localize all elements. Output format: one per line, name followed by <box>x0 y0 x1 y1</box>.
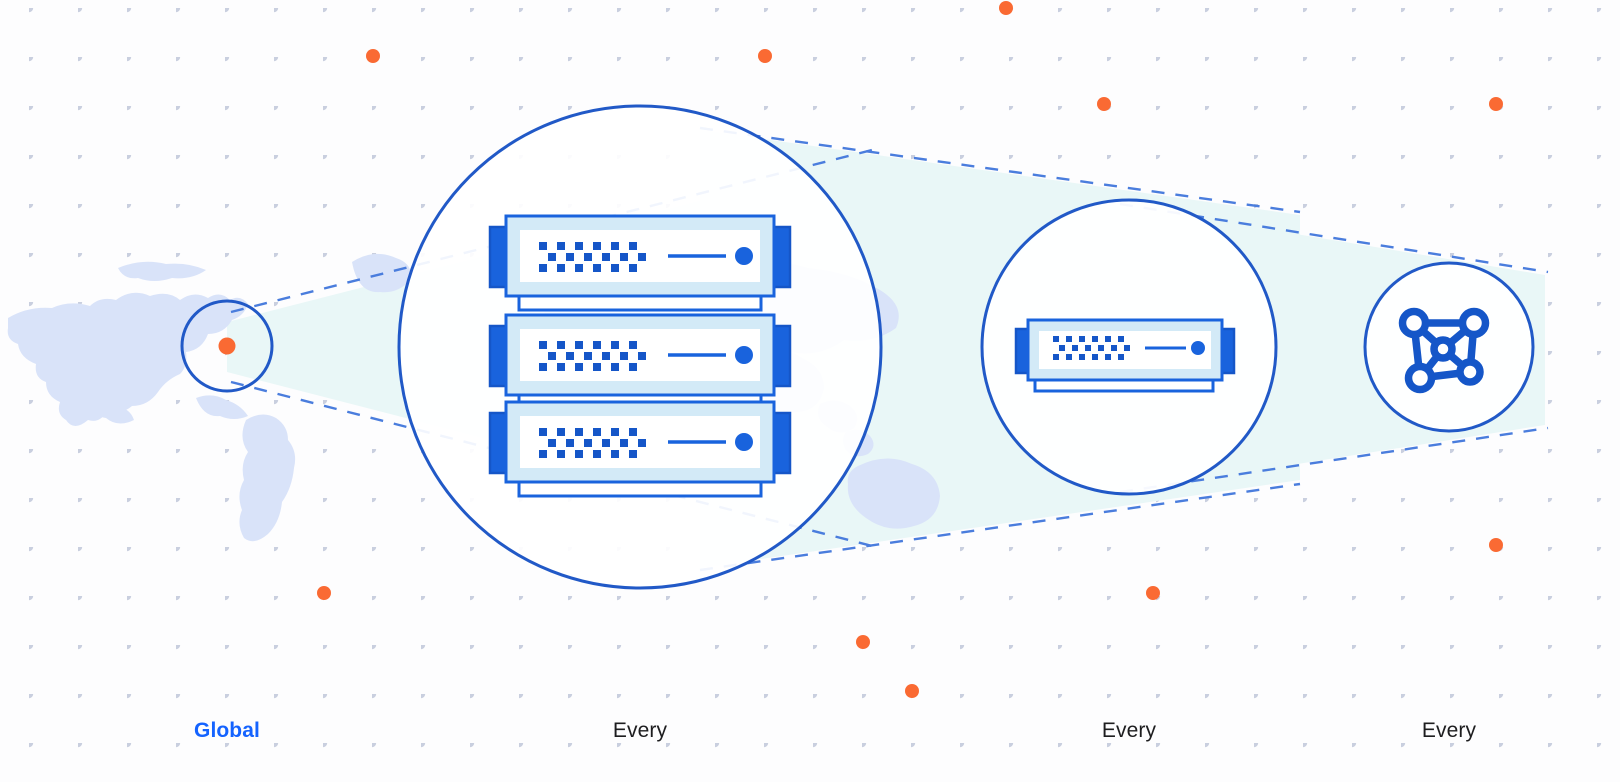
mesh-node-bottom-right <box>1456 358 1484 386</box>
label-every-data-center: Every data center <box>520 668 760 782</box>
mesh-node-bottom-left <box>1404 362 1436 394</box>
highlight-dot <box>1097 97 1111 111</box>
label-global-network: Global network <box>127 668 327 782</box>
mesh-node-center <box>1430 336 1456 362</box>
network-mesh-icon <box>1398 307 1490 394</box>
highlight-dot <box>999 1 1013 15</box>
highlight-dot <box>317 586 331 600</box>
single-server-shelf <box>1033 378 1215 393</box>
highlight-dot <box>1146 586 1160 600</box>
label-every-data-center-line1: Every <box>612 719 668 742</box>
single-server-status-dot <box>1191 341 1205 355</box>
highlight-dot <box>366 49 380 63</box>
server-unit-3-shelf <box>517 480 763 498</box>
stage-every-data-center[interactable] <box>397 104 883 590</box>
highlight-dot <box>758 49 772 63</box>
server-unit-1-shelf <box>517 294 763 312</box>
server-unit-2-status-dot <box>735 346 753 364</box>
server-rack-icon <box>488 214 792 498</box>
highlight-dot <box>1489 97 1503 111</box>
global-location-marker <box>218 337 236 355</box>
mesh-node-top-left <box>1398 307 1430 339</box>
label-every-server-line1: Every <box>1101 719 1157 742</box>
label-every-service-line1: Every <box>1421 719 1477 742</box>
server-unit-3-status-dot <box>735 433 753 451</box>
label-every-service: Every service <box>1349 668 1549 782</box>
mesh-node-top-right <box>1458 307 1490 339</box>
guide-datacenter-top <box>699 126 1301 214</box>
stage-global-network[interactable] <box>180 299 274 393</box>
label-global-network-line1: Global <box>194 719 260 742</box>
label-every-server: Every server <box>1029 668 1229 782</box>
single-server-icon <box>1014 318 1236 393</box>
server-unit-3-vents <box>539 428 646 458</box>
highlight-dot <box>856 635 870 649</box>
server-unit-1 <box>488 214 792 312</box>
server-unit-3 <box>488 400 792 498</box>
server-unit-1-status-dot <box>735 247 753 265</box>
server-unit-1-vents <box>539 242 646 272</box>
stage-every-server[interactable] <box>980 198 1278 496</box>
server-unit-2 <box>488 313 792 411</box>
server-unit-2-vents <box>539 341 646 371</box>
guide-datacenter-bot <box>699 482 1301 572</box>
highlight-dots <box>317 1 1503 698</box>
single-server-vents <box>1053 336 1130 360</box>
stage-every-service[interactable] <box>1363 261 1535 433</box>
global-focus-circle <box>180 299 274 393</box>
highlight-dot <box>1489 538 1503 552</box>
highlight-dot <box>905 684 919 698</box>
